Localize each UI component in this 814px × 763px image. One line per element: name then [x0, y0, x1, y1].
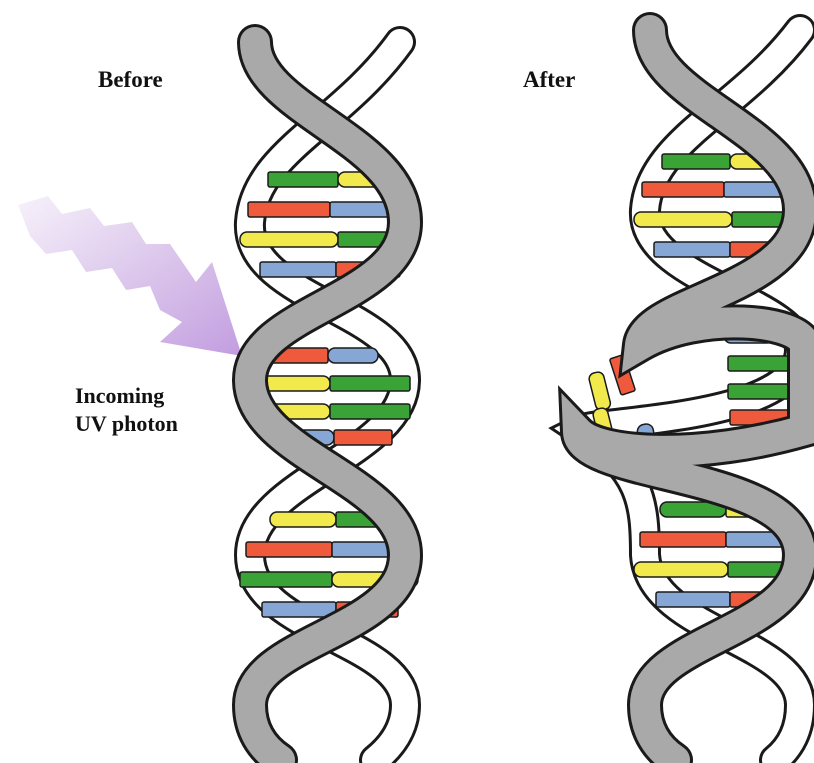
after-label: After — [523, 66, 575, 95]
incoming-uv-photon-label: Incoming UV photon — [75, 382, 178, 437]
dna-helix-before — [240, 42, 418, 760]
uv-photon-arrow-icon — [18, 196, 242, 356]
dna-helix-after — [578, 30, 810, 760]
photon-label-line1: Incoming — [75, 382, 178, 410]
before-label: Before — [98, 66, 163, 95]
photon-label-line2: UV photon — [75, 410, 178, 438]
